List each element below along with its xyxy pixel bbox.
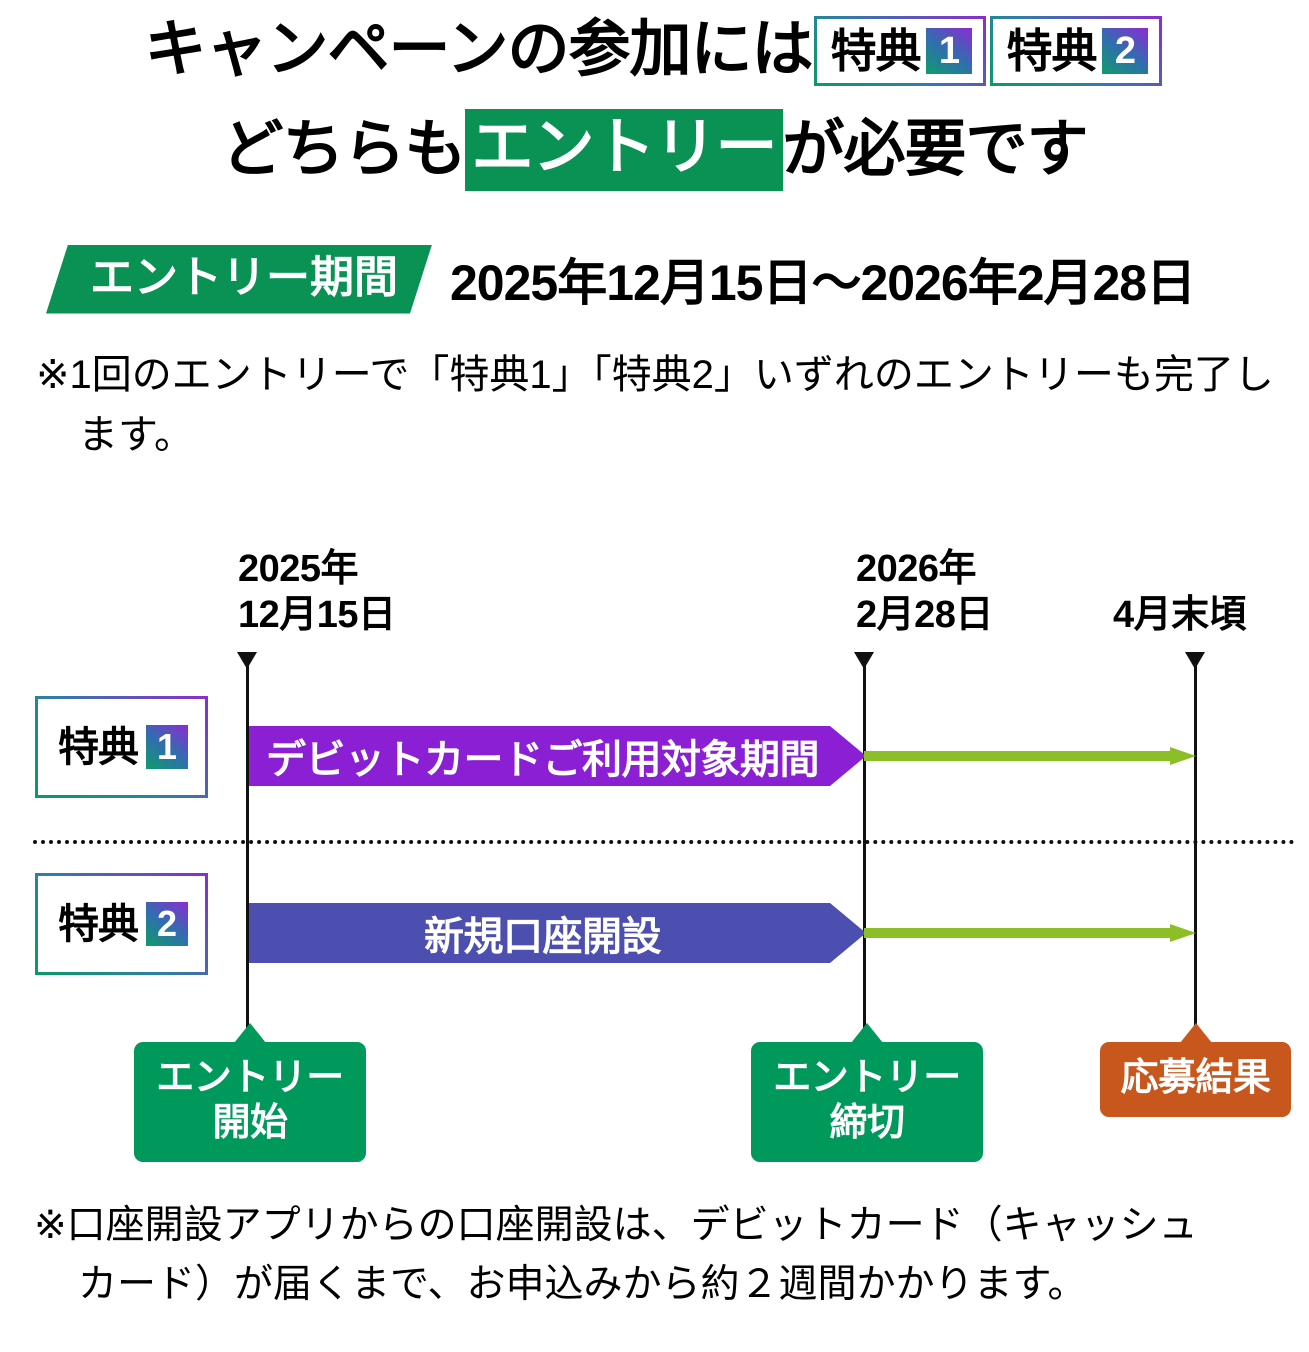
timeline-marker-start (237, 652, 257, 1042)
timeline-marker-result (1185, 652, 1205, 1042)
entry-period-row: エントリー期間 2025年12月15日〜2026年2月28日 (46, 243, 1196, 315)
callout-entry-deadline-line-1: エントリー (773, 1057, 961, 1099)
callout-result-line-1: 応募結果 (1120, 1057, 1271, 1099)
timeline-date-start: 2025年 12月15日 (238, 548, 396, 637)
callout-result: 応募結果 (1100, 1023, 1291, 1117)
headline-entry-highlight: エントリー (465, 109, 783, 191)
benefit-chip-2: 特典 2 (990, 16, 1163, 86)
entry-period-badge: エントリー期間 (46, 245, 432, 314)
headline-line-1: キャンペーンの参加には 特典 1 特典 2 (0, 0, 1309, 100)
headline-line2-suffix: が必要です (782, 115, 1089, 184)
benefit-chip-1: 特典 1 (814, 16, 987, 86)
benefit-chip-2-word: 特典 (1006, 25, 1097, 77)
callout-entry-deadline: エントリー 締切 (751, 1023, 983, 1162)
callout-entry-start-line-1: エントリー (156, 1057, 344, 1099)
timeline-date-deadline: 2026年 2月28日 (856, 548, 993, 637)
benefit-label-2-word: 特典 (58, 900, 139, 947)
benefit-label-1: 特典 1 (35, 696, 208, 798)
benefit-label-2: 特典 2 (35, 873, 208, 975)
callout-entry-deadline-line-2: 締切 (829, 1101, 905, 1144)
benefit-chip-1-word: 特典 (830, 25, 921, 77)
benefit-1-continuation-arrow (864, 747, 1196, 765)
benefit-label-1-number: 1 (146, 725, 188, 769)
row-divider (33, 840, 1295, 844)
note-top-line-2: ます。 (78, 413, 194, 457)
benefit-label-1-word: 特典 (58, 723, 139, 770)
headline: キャンペーンの参加には 特典 1 特典 2 どちらも エントリー が必要です (0, 0, 1309, 200)
benefit-label-2-number: 2 (146, 902, 188, 946)
timeline-date-result: 4月末頃 (1113, 594, 1247, 636)
callout-entry-start-line-2: 開始 (212, 1101, 288, 1144)
timeline: 2025年 12月15日 2026年 2月28日 4月末頃 特典 1 デビットカ… (0, 520, 1309, 1180)
note-top: ※1回のエントリーで「特典1」「特典2」いずれのエントリーも完了し ます。 (36, 345, 1296, 465)
note-bottom-line-2: カード）が届くまで、お申込みから約２週間かかります。 (78, 1263, 1087, 1307)
note-bottom-line-1: ※口座開設アプリからの口座開設は、デビットカード（キャッシュ (34, 1204, 1198, 1247)
headline-prefix: キャンペーンの参加には (144, 15, 814, 84)
headline-line-2: どちらも エントリー が必要です (0, 100, 1309, 200)
note-top-line-1: ※1回のエントリーで「特典1」「特典2」いずれのエントリーも完了し (36, 353, 1274, 397)
timeline-marker-deadline (854, 652, 874, 1042)
callout-entry-start: エントリー 開始 (134, 1023, 366, 1162)
benefit-1-period-bar-label: デビットカードご利用対象期間 (266, 738, 819, 782)
benefit-chip-2-number: 2 (1102, 28, 1149, 74)
note-bottom: ※口座開設アプリからの口座開設は、デビットカード（キャッシュ カード）が届くまで… (34, 1196, 1299, 1315)
benefit-chip-1-number: 1 (926, 28, 973, 74)
benefit-2-continuation-arrow (864, 924, 1196, 942)
headline-line2-prefix: どちらも (221, 115, 466, 184)
benefit-2-period-bar-label: 新規口座開設 (424, 915, 661, 959)
benefit-1-period-bar: デビットカードご利用対象期間 (249, 726, 866, 786)
benefit-2-period-bar: 新規口座開設 (249, 903, 866, 963)
entry-period-value: 2025年12月15日〜2026年2月28日 (450, 255, 1196, 311)
